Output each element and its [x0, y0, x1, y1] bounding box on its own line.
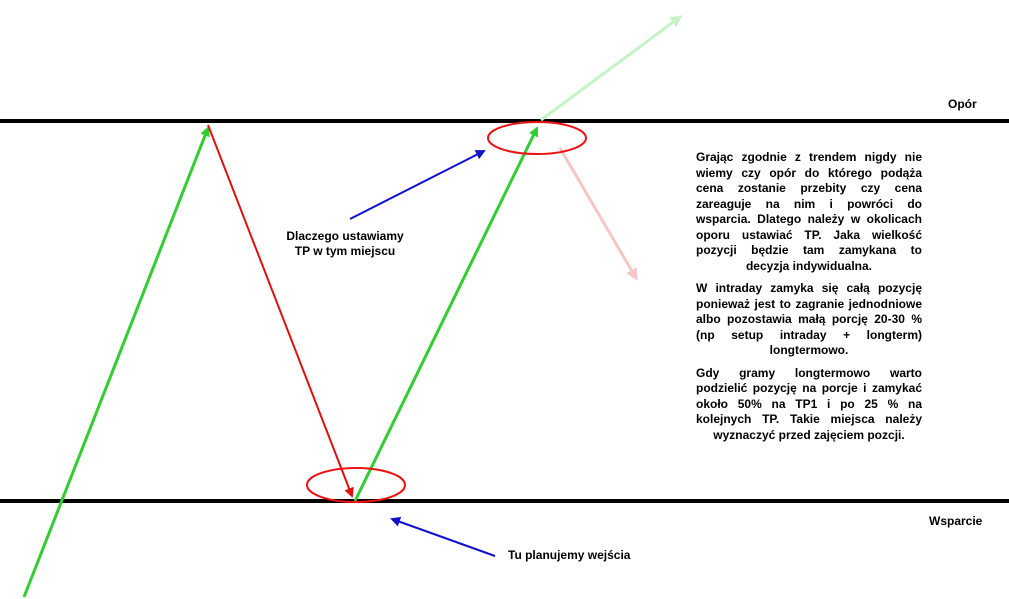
entry-pointer-arrow — [390, 516, 496, 557]
first-up-arrow — [22, 126, 210, 598]
tp-zone-ellipse — [487, 121, 587, 155]
second-up-arrow — [353, 126, 539, 502]
resistance-label: Opór — [948, 97, 977, 111]
faded-breakout-arrow — [540, 15, 683, 122]
explanation-paragraph-2: W intraday zamyka się całą pozycję ponie… — [696, 281, 922, 357]
entry-plan-label: Tu planujemy wejścia — [508, 548, 631, 562]
faded-rejection-arrow — [558, 147, 638, 281]
explanation-paragraph-3: Gdy gramy longtermowo warto podzielić po… — [696, 365, 922, 442]
tp-pointer-arrow — [349, 150, 486, 220]
entry-zone-ellipse — [306, 467, 406, 503]
down-arrow — [207, 124, 354, 498]
support-label: Wsparcie — [929, 514, 983, 528]
explanation-paragraph-1: Grając zgodnie z trendem nigdy nie wiemy… — [696, 150, 922, 273]
tp-question-label: Dlaczego ustawiamy TP w tym miejscu — [286, 229, 404, 258]
explanation-text: Grając zgodnie z trendem nigdy nie wiemy… — [696, 150, 922, 450]
